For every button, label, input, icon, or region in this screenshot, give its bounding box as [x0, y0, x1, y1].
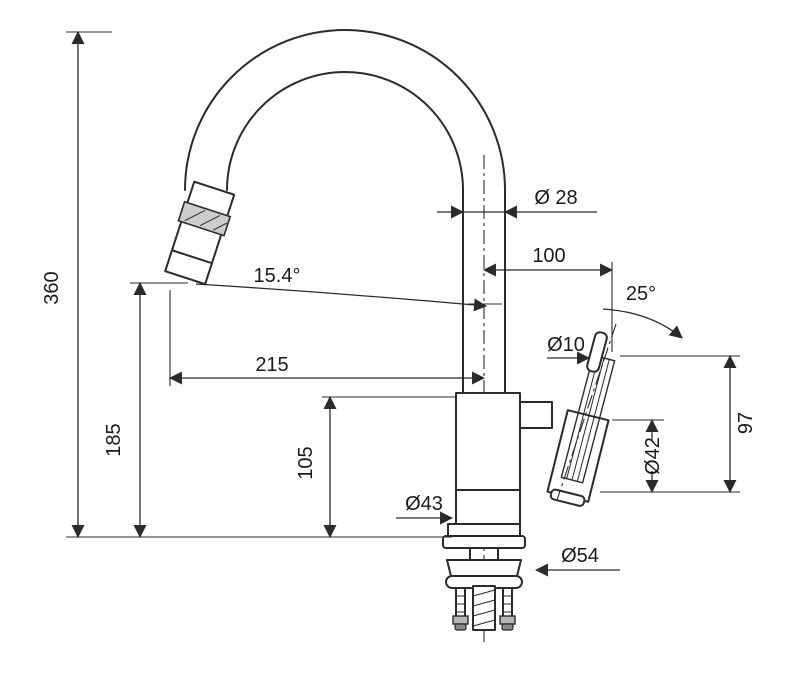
- spray-head-body: [164, 180, 236, 286]
- lever-knob-rod: [586, 331, 608, 373]
- thread-hatch-line: [472, 589, 496, 597]
- center-threaded-shank: [472, 585, 496, 631]
- right-nut: [499, 615, 516, 625]
- pullout-spray-head: [164, 180, 236, 286]
- lever-outline: [560, 354, 616, 484]
- dim-base-diameter: Ø54: [534, 545, 620, 577]
- dim-label-body-diameter: Ø43: [405, 493, 443, 515]
- seal-washer: [446, 559, 522, 577]
- thread-hatch-line: [472, 619, 496, 627]
- left-nut: [452, 615, 469, 625]
- dim-spout-angle: 15.4°: [195, 265, 502, 312]
- dim-spout-height: 185: [103, 281, 188, 539]
- spray-head-grip-band: [177, 200, 232, 237]
- dim-label-total-height: 360: [41, 271, 63, 304]
- base-plate-upper: [447, 523, 521, 537]
- dim-label-handle-diameter: Ø42: [642, 437, 664, 475]
- dim-label-handle-height: 97: [735, 412, 757, 434]
- right-stud: [502, 587, 513, 619]
- dim-total-height: 360: [41, 30, 112, 539]
- dim-label-spout-reach: 215: [255, 354, 288, 376]
- left-foot: [454, 623, 467, 631]
- faucet-body: [455, 392, 521, 525]
- dim-handle-offset: 100: [482, 245, 614, 352]
- dim-spout-tube-diameter: Ø 28: [437, 187, 597, 219]
- handle-connector: [519, 401, 553, 429]
- right-foot: [501, 623, 514, 631]
- gooseneck-outer-arc: [184, 29, 506, 191]
- dim-label-spout-tube-diameter: Ø 28: [534, 187, 577, 209]
- dim-label-base-diameter: Ø54: [561, 545, 599, 567]
- lever-hatch-line: [566, 356, 600, 479]
- dim-body-diameter: Ø43: [396, 493, 454, 525]
- dim-handle-diameter: Ø42: [612, 418, 664, 494]
- grip-hatch-line: [184, 210, 206, 222]
- gooseneck-inner-arc: [226, 71, 464, 191]
- dim-label-handle-swing-angle: 25°: [626, 283, 656, 305]
- thread-hatch-line: [472, 599, 496, 607]
- dim-label-spout-height: 185: [103, 423, 125, 456]
- handle-lever: [556, 323, 617, 501]
- left-stud: [455, 587, 466, 619]
- base-plate-lower: [442, 535, 526, 549]
- dim-label-body-height: 105: [295, 446, 317, 479]
- lever-hatch-line: [571, 357, 605, 481]
- angle-arc: [602, 308, 683, 339]
- grip-hatch-line: [199, 214, 221, 227]
- dim-label-lever-diameter: Ø10: [547, 334, 585, 356]
- grip-hatch-line: [213, 222, 228, 231]
- dim-handle-swing-angle: 25°: [602, 283, 683, 339]
- lever-axis-centerline: [556, 323, 617, 501]
- thread-hatch-line: [472, 609, 496, 617]
- lever-hatch-line: [576, 359, 610, 482]
- spray-head-seam: [170, 249, 213, 265]
- dim-body-height: 105: [295, 395, 456, 539]
- dim-label-handle-offset: 100: [532, 245, 565, 267]
- angle-reference-curve: [195, 283, 488, 312]
- faucet-outline: [164, 29, 617, 642]
- dim-spout-reach: 215: [168, 290, 486, 386]
- mounting-hardware: [445, 547, 523, 631]
- dim-handle-height: 97: [600, 354, 757, 494]
- dim-lever-diameter: Ø10: [547, 334, 591, 365]
- dim-label-spout-angle: 15.4°: [254, 265, 301, 287]
